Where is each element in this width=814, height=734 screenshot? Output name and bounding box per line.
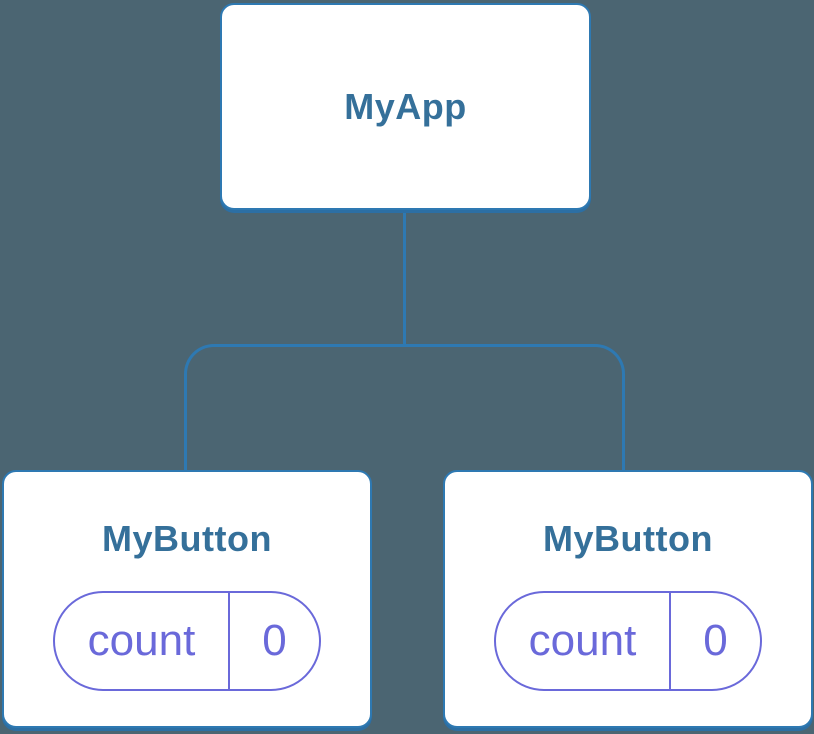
state-pill-key-cell: count: [496, 593, 669, 689]
state-pill-divider: [669, 593, 671, 689]
child-component-label: MyButton: [102, 518, 272, 559]
state-pill-key-cell: count: [55, 593, 228, 689]
state-key: count: [87, 616, 196, 665]
state-value: 0: [262, 616, 287, 665]
state-pill-value-cell: 0: [671, 593, 760, 689]
connector-stem: [403, 208, 406, 347]
child-component-node-left: MyButton count 0: [2, 470, 372, 728]
state-pill: count 0: [494, 591, 762, 691]
root-component-label: MyApp: [344, 86, 467, 127]
state-pill: count 0: [53, 591, 321, 691]
state-value: 0: [703, 616, 728, 665]
child-component-label: MyButton: [543, 518, 713, 559]
state-key: count: [528, 616, 637, 665]
connector-branch-bracket: [184, 344, 625, 474]
state-pill-divider: [228, 593, 230, 689]
state-pill-value-cell: 0: [230, 593, 319, 689]
child-component-node-right: MyButton count 0: [443, 470, 813, 728]
root-component-node: MyApp: [220, 3, 591, 210]
